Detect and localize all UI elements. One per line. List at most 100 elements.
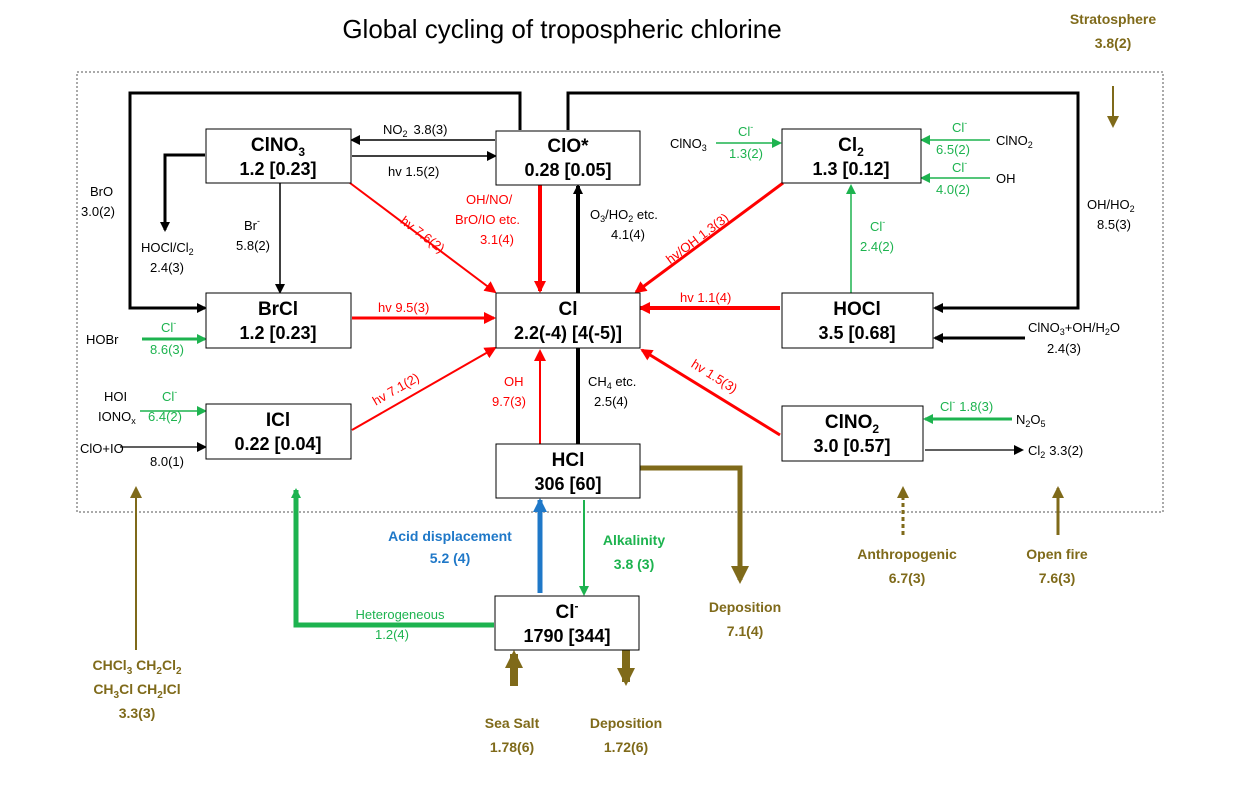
label-ch4-rate: 2.5(4) xyxy=(594,394,628,409)
label-acid-displacement: Acid displacement xyxy=(388,528,512,544)
box-hocl-name: HOCl xyxy=(833,299,881,320)
box-icl-value: 0.22 [0.04] xyxy=(234,434,321,454)
label-alkalinity-rate: 3.8 (3) xyxy=(614,556,654,572)
arrow-clno3-to-hocl-cl2 xyxy=(160,153,205,232)
box-hcl-name: HCl xyxy=(552,450,585,471)
label-cl-minus-f: Cl- xyxy=(162,387,177,404)
box-cl-value: 2.2(-4) [4(-5)] xyxy=(514,323,622,343)
label-cl-minus-b: Cl- xyxy=(952,118,967,135)
label-organics-1: CHCl3 CH2Cl2 xyxy=(92,657,181,677)
label-oh: OH xyxy=(996,171,1016,186)
label-clno2-right: ClNO2 xyxy=(996,133,1033,150)
label-deposition-clminus: Deposition xyxy=(590,715,662,731)
label-oh-hcl: OH xyxy=(504,374,524,389)
label-ohho2: OH/HO2 xyxy=(1087,197,1135,214)
label-icl-cl-rate: 6.4(2) xyxy=(148,409,182,424)
label-ohho2-rate: 8.5(3) xyxy=(1097,217,1131,232)
box-hcl-value: 306 [60] xyxy=(534,474,601,494)
box-clo-name: ClO* xyxy=(547,136,589,157)
box-brcl: BrCl 1.2 [0.23] xyxy=(205,292,352,349)
box-cl2-value: 1.3 [0.12] xyxy=(812,159,889,179)
label-bro-rate: 3.0(2) xyxy=(81,204,115,219)
arrow-clo-to-brcl-loop xyxy=(128,91,522,313)
label-seasalt-rate: 1.78(6) xyxy=(490,739,534,755)
label-organics-2: CH3Cl CH2ICl xyxy=(93,681,180,701)
box-hocl: HOCl 3.5 [0.68] xyxy=(781,292,934,349)
label-cl-minus-c: Cl- xyxy=(952,158,967,175)
troposphere-frame xyxy=(76,71,1164,513)
label-deposition-hcl-rate: 7.1(4) xyxy=(727,623,764,639)
label-bro: BrO xyxy=(90,184,113,199)
label-hv-clno2: hv 1.5(3) xyxy=(689,356,740,396)
arrow-icl-to-cl xyxy=(351,347,497,431)
label-acid-displacement-rate: 5.2 (4) xyxy=(430,550,470,566)
label-openfire: Open fire xyxy=(1026,546,1088,562)
label-seasalt: Sea Salt xyxy=(485,715,540,731)
box-clo: ClO* 0.28 [0.05] xyxy=(495,130,641,186)
label-oh-hcl-rate: 9.7(3) xyxy=(492,394,526,409)
box-hcl: HCl 306 [60] xyxy=(495,443,641,499)
arrow-clno2-to-cl xyxy=(640,348,781,437)
arrow-cl2-to-cl xyxy=(634,181,784,294)
box-clo-value: 0.28 [0.05] xyxy=(524,160,611,180)
arrow-clno3-to-cl xyxy=(349,182,497,294)
label-stratosphere: Stratosphere xyxy=(1070,11,1157,27)
label-hv-clno3-clo: hv 1.5(2) xyxy=(388,164,439,179)
label-anthropogenic-rate: 6.7(3) xyxy=(889,570,926,586)
label-alkalinity: Alkalinity xyxy=(603,532,665,548)
label-hocl-to-cl2-rate: 2.4(2) xyxy=(860,239,894,254)
label-cl-minus-d: Cl- xyxy=(870,217,885,234)
box-brcl-name: BrCl xyxy=(258,299,298,320)
box-clminus: Cl- 1790 [344] xyxy=(494,595,640,651)
arrow-heterogeneous xyxy=(291,488,494,628)
label-deposition-hcl: Deposition xyxy=(709,599,781,615)
label-heterogeneous: Heterogeneous xyxy=(356,607,445,622)
label-stratosphere-rate: 3.8(2) xyxy=(1095,35,1132,51)
label-hocl-cl2-rate: 2.4(3) xyxy=(150,260,184,275)
label-clo-to-cl-1: OH/NO/ xyxy=(466,192,513,207)
box-clminus-value: 1790 [344] xyxy=(523,626,610,646)
arrow-clo-to-hocl-loop xyxy=(566,91,1080,313)
label-hobr-rate: 8.6(3) xyxy=(150,342,184,357)
label-cl-to-clo: O3/HO2 etc. xyxy=(590,207,658,224)
label-cl2-oh-rate: 4.0(2) xyxy=(936,182,970,197)
label-cloio: ClO+IO xyxy=(80,441,124,456)
label-hv-brcl: hv 9.5(3) xyxy=(378,300,429,315)
label-organics-rate: 3.3(3) xyxy=(119,705,156,721)
label-clno3-oh-h2o: ClNO3+OH/H2O xyxy=(1028,320,1120,337)
label-openfire-rate: 7.6(3) xyxy=(1039,570,1076,586)
label-clo-to-cl-rate: 3.1(4) xyxy=(480,232,514,247)
label-cl2-clno2-rate: 6.5(2) xyxy=(936,142,970,157)
label-anthropogenic: Anthropogenic xyxy=(857,546,957,562)
label-heterogeneous-rate: 1.2(4) xyxy=(375,627,409,642)
label-hoi: HOI xyxy=(104,389,127,404)
svg-text:ClNO3: ClNO3 xyxy=(251,135,306,159)
box-cl2: Cl2 1.3 [0.12] xyxy=(781,128,922,184)
box-clno3: ClNO3 1.2 [0.23] xyxy=(205,128,352,184)
label-hv-hocl: hv 1.1(4) xyxy=(680,290,731,305)
box-clno3-value: 1.2 [0.23] xyxy=(239,159,316,179)
box-brcl-value: 1.2 [0.23] xyxy=(239,323,316,343)
label-br: Br- xyxy=(244,216,260,233)
box-clno3-name: ClNO3 xyxy=(251,135,306,159)
box-cl-name: Cl xyxy=(559,299,578,320)
box-icl-name: ICl xyxy=(266,410,290,431)
label-ch4: CH4 etc. xyxy=(588,374,636,391)
page-title: Global cycling of tropospheric chlorine xyxy=(342,14,781,44)
label-hv-icl: hv 7.1(2) xyxy=(370,370,422,409)
arrow-hcl-deposition xyxy=(640,465,749,584)
box-clno2: ClNO2 3.0 [0.57] xyxy=(781,405,924,462)
label-clno3-oh-h2o-rate: 2.4(3) xyxy=(1047,341,1081,356)
box-clno2-name: ClNO2 xyxy=(825,412,880,436)
box-clminus-name: Cl- xyxy=(556,599,579,623)
label-cl-minus-e: Cl- xyxy=(161,318,176,335)
label-hv-oh-cl2: hv/OH 1.3(3) xyxy=(663,210,731,267)
box-clno2-value: 3.0 [0.57] xyxy=(813,436,890,456)
label-clno2-cl-rate: Cl-1.8(3) xyxy=(940,397,993,414)
box-hocl-value: 3.5 [0.68] xyxy=(818,323,895,343)
label-hocl-cl2: HOCl/Cl2 xyxy=(141,240,194,257)
label-deposition-clminus-rate: 1.72(6) xyxy=(604,739,648,755)
